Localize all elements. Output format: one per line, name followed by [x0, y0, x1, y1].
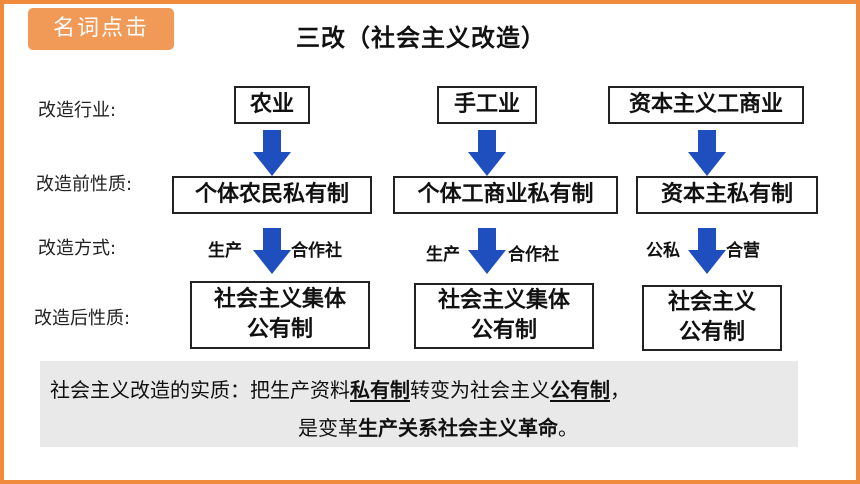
- summary-line-2: 是变革生产关系社会主义革命。: [298, 412, 578, 441]
- summary-line-1: 社会主义改造的实质：把生产资料私有制转变为社会主义公有制，: [50, 374, 630, 403]
- method-left-capitalist: 公私: [646, 241, 680, 261]
- method-right-capitalist: 合营: [726, 241, 760, 261]
- after-line2: 公有制: [470, 318, 537, 343]
- down-arrow-icon: [468, 228, 506, 274]
- after-line1: 社会主义集体: [213, 287, 346, 312]
- method-left-agriculture: 生产: [208, 241, 242, 261]
- down-arrow-icon: [253, 228, 291, 274]
- after-box-handicraft: 社会主义集体 公有制: [414, 283, 594, 349]
- summary-punct: ，: [610, 378, 630, 402]
- summary-punct: 。: [558, 416, 578, 440]
- down-arrow-icon: [253, 130, 291, 176]
- after-line2: 公有制: [678, 320, 745, 345]
- industry-box-handicraft: 手工业: [437, 86, 537, 124]
- industry-box-agriculture: 农业: [234, 86, 310, 124]
- before-box-agriculture: 个体农民私有制: [172, 176, 372, 214]
- badge-label: 名词点击: [28, 8, 174, 50]
- summary-text: 转变为社会主义: [410, 378, 550, 402]
- down-arrow-icon: [468, 130, 506, 176]
- after-line1: 社会主义: [667, 290, 756, 315]
- page-title: 三改（社会主义改造）: [296, 24, 546, 52]
- after-line1: 社会主义集体: [437, 288, 570, 313]
- summary-text: 把生产资料: [250, 378, 350, 402]
- summary-text: 是变革: [298, 416, 358, 440]
- before-box-handicraft: 个体工商业私有制: [393, 176, 618, 214]
- row-label-method: 改造方式:: [38, 238, 117, 259]
- down-arrow-icon: [688, 228, 726, 274]
- after-line2: 公有制: [246, 317, 313, 342]
- method-right-handicraft: 合作社: [508, 245, 559, 265]
- row-label-before: 改造前性质:: [36, 174, 133, 195]
- after-box-agriculture: 社会主义集体 公有制: [190, 281, 370, 349]
- summary-highlight-revolution: 生产关系社会主义革命: [358, 416, 558, 440]
- summary-label: 社会主义改造的实质：: [50, 378, 250, 402]
- summary-highlight-private: 私有制: [350, 378, 410, 402]
- summary-panel: [40, 361, 798, 447]
- after-box-capitalist: 社会主义 公有制: [642, 285, 782, 351]
- row-label-industry: 改造行业:: [38, 100, 117, 121]
- before-box-capitalist: 资本主私有制: [636, 176, 818, 214]
- row-label-after: 改造后性质:: [34, 308, 131, 329]
- industry-box-capitalist: 资本主义工商业: [608, 86, 804, 124]
- method-left-handicraft: 生产: [426, 245, 460, 265]
- summary-highlight-public: 公有制: [550, 378, 610, 402]
- down-arrow-icon: [688, 130, 726, 176]
- method-right-agriculture: 合作社: [291, 241, 342, 261]
